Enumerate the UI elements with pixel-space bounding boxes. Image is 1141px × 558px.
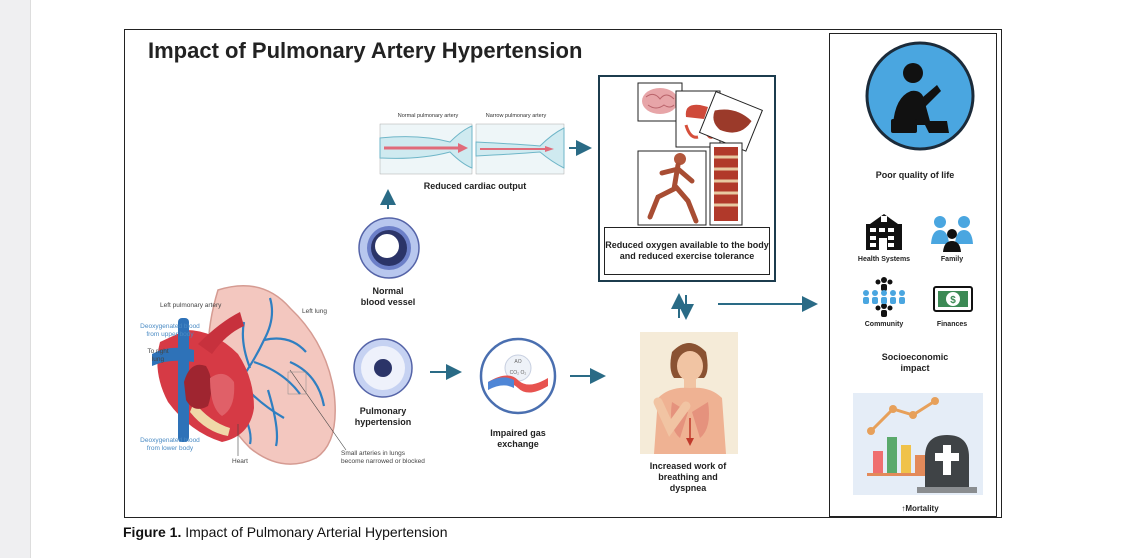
to-right-lung-label: To right lung bbox=[147, 348, 169, 363]
artery-comparison-illustration: Normal pulmonary artery Narrow pulmonary… bbox=[379, 113, 565, 175]
figure-caption: Figure 1. Impact of Pulmonary Arterial H… bbox=[123, 524, 448, 540]
hypertension-label: Pulmonary hypertension bbox=[354, 406, 412, 427]
mortality-label: ↑Mortality bbox=[901, 504, 939, 513]
dyspnea-person-illustration bbox=[640, 332, 738, 454]
mortality-illustration bbox=[853, 393, 983, 495]
figure-title: Impact of Pulmonary Artery Hypertension bbox=[148, 38, 583, 63]
community-label: Community bbox=[864, 321, 904, 328]
heart-label: Heart bbox=[232, 458, 248, 465]
hospital-icon bbox=[866, 214, 902, 250]
finances-icon: $ bbox=[933, 286, 973, 312]
deoxy-upper-label: Deoxygenated blood from upper body bbox=[140, 323, 200, 338]
gas-exchange-label: Impaired gas exchange bbox=[490, 428, 546, 449]
health-systems-label: Health Systems bbox=[857, 256, 911, 263]
deoxy-lower-label: Deoxygenated blood from lower body bbox=[140, 437, 200, 452]
narrow-flow-arrowhead bbox=[545, 146, 554, 152]
reduced-oxygen-label: Reduced oxygen available to the body and… bbox=[604, 227, 770, 275]
pulmonary-vessels bbox=[223, 297, 326, 447]
breathing-label: Increased work of breathing and dyspnea bbox=[649, 461, 727, 493]
normal-flow-arrowhead bbox=[458, 143, 468, 153]
small-arteries-label: Small arteries in lungs become narrowed … bbox=[341, 450, 425, 465]
left-pulmonary-artery-label: Left pulmonary artery bbox=[160, 302, 222, 309]
normal-vessel-icon bbox=[358, 217, 420, 279]
gas-ao-label: AO bbox=[514, 359, 521, 365]
left-lung-label: Left lung bbox=[302, 308, 327, 315]
finances-label: Finances bbox=[936, 321, 968, 328]
family-icon bbox=[931, 216, 973, 252]
page-edge bbox=[0, 0, 31, 558]
socioeconomic-label: Socioeconomic impact bbox=[881, 352, 949, 373]
mortality-up-arrow: ↑ bbox=[901, 504, 906, 513]
distressed-person-icon bbox=[865, 41, 975, 151]
reduced-cardiac-output-label: Reduced cardiac output bbox=[423, 181, 527, 191]
svg-text:$: $ bbox=[950, 295, 956, 306]
normal-artery-label: Normal pulmonary artery bbox=[398, 113, 459, 119]
lung-heart-illustration bbox=[152, 284, 347, 465]
normal-vessel-label: Normal blood vessel bbox=[360, 286, 416, 307]
organs-collage bbox=[637, 82, 763, 226]
quality-of-life-label: Poor quality of life bbox=[875, 170, 955, 180]
gas-exchange-icon: AO CO₂ O₂ bbox=[479, 337, 557, 415]
narrow-artery-label: Narrow pulmonary artery bbox=[486, 113, 547, 119]
hypertension-vessel-icon bbox=[353, 338, 413, 398]
gas-co2-o2-label: CO₂ O₂ bbox=[510, 370, 527, 376]
family-label: Family bbox=[940, 256, 964, 263]
community-icon bbox=[863, 277, 905, 317]
